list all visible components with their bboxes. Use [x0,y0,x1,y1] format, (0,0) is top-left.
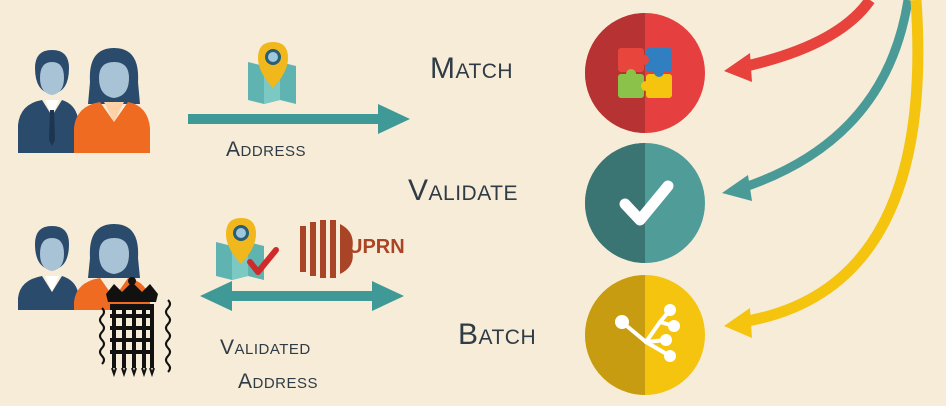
batch-circle [585,275,705,395]
address-label: Address [226,138,307,161]
uprn-logo [300,220,353,278]
address-arrow [188,104,410,134]
validated-label-line2: Address [238,370,319,393]
checkmark-icon [619,180,674,226]
uprn-label: UPRN [348,236,405,258]
map-pin-check-icon [216,218,279,280]
two-users-with-portcullis-icon [18,224,171,378]
validated-address-arrow [200,281,404,311]
portcullis-icon [99,277,171,378]
validate-label: Validate [408,174,518,207]
two-users-icon [18,48,150,153]
match-circle [585,13,705,133]
match-label: Match [430,52,514,85]
network-nodes [615,304,680,362]
validate-circle [585,143,705,263]
map-pin-icon [248,42,296,104]
batch-label: Batch [458,318,537,351]
validated-label-line1: Validated [220,336,311,359]
puzzle-icon [618,48,672,98]
curved-arrows [722,0,924,338]
